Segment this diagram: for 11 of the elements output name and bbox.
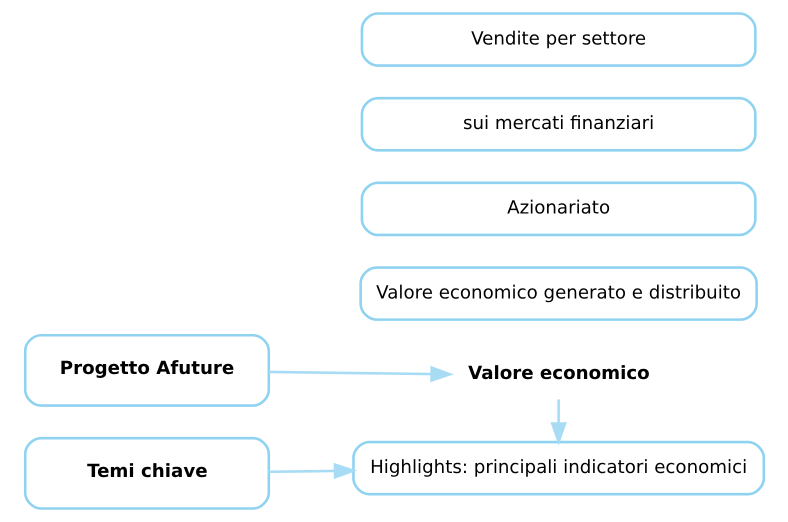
arrow xyxy=(268,366,454,382)
node-box: sui mercati finanziari xyxy=(360,96,756,152)
node-box: Progetto Afuture xyxy=(23,334,270,407)
arrow xyxy=(268,462,357,480)
node-box: Valore economico generato e distribuito xyxy=(358,266,758,321)
node-box: Highlights: principali indicatori economici xyxy=(352,440,765,496)
node-text: Valore economico xyxy=(468,363,650,384)
arrow xyxy=(550,399,566,446)
node-box: Vendite per settore xyxy=(360,12,756,67)
node-box: Temi chiave xyxy=(23,436,270,510)
node-box: Azionariato xyxy=(360,182,756,236)
